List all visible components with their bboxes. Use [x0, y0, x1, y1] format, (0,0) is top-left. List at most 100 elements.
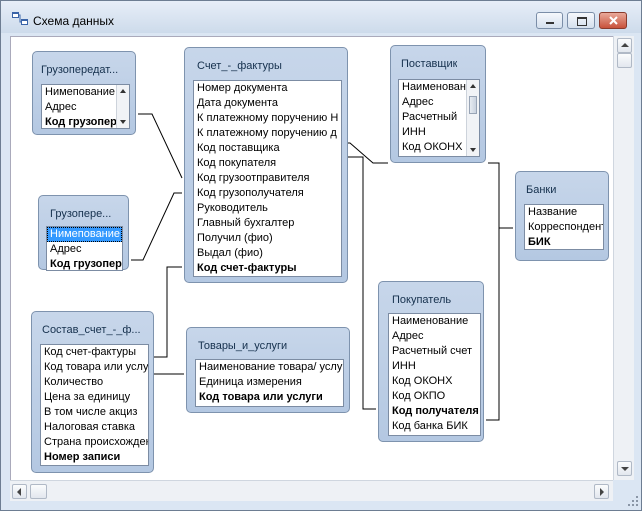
- field-list[interactable]: Наименование Адрес Расчетный счет ИНН Ко…: [388, 313, 481, 436]
- field-item[interactable]: ИНН: [402, 126, 426, 138]
- field-item[interactable]: Страна происхожден: [44, 436, 149, 448]
- field-item[interactable]: К платежному поручению д: [197, 127, 337, 139]
- field-item[interactable]: Адрес: [45, 101, 77, 113]
- field-item[interactable]: Код ОКОНХ: [402, 141, 463, 153]
- scroll-down-icon[interactable]: [120, 120, 126, 124]
- field-item[interactable]: В том числе акциз: [44, 406, 138, 418]
- field-item[interactable]: Наименование: [392, 315, 469, 327]
- scroll-right-button[interactable]: [594, 484, 609, 499]
- field-item[interactable]: Код банка БИК: [392, 420, 468, 432]
- resize-grip-icon[interactable]: [627, 495, 639, 507]
- table-banki[interactable]: Банки Название Корреспондент БИК: [515, 171, 609, 261]
- field-item-key[interactable]: Номер записи: [44, 451, 121, 463]
- restore-button[interactable]: [567, 12, 595, 29]
- field-item[interactable]: Код ОКОНХ: [392, 375, 453, 387]
- table-gruzopere[interactable]: Грузопере... Нимепование Адрес Код грузо…: [38, 195, 129, 271]
- field-item[interactable]: ИНН: [392, 360, 416, 372]
- field-item[interactable]: Код товара или услу: [44, 361, 149, 373]
- scroll-up-icon[interactable]: [120, 89, 126, 93]
- field-item[interactable]: Выдал (фио): [197, 247, 263, 259]
- chevron-left-icon: [17, 488, 21, 496]
- field-item[interactable]: Название: [528, 206, 578, 218]
- scroll-down-button[interactable]: [617, 461, 632, 476]
- scroll-thumb[interactable]: [469, 96, 477, 114]
- field-list-scrollbar[interactable]: [116, 85, 129, 128]
- close-button[interactable]: [599, 12, 627, 29]
- restore-icon: [577, 17, 587, 26]
- field-item[interactable]: Адрес: [392, 330, 424, 342]
- scroll-up-icon[interactable]: [470, 84, 476, 88]
- schema-canvas[interactable]: Грузопередат... Нимепование Адрес Код гр…: [10, 36, 613, 480]
- table-caption: Поставщик: [401, 58, 458, 70]
- field-list-scrollbar[interactable]: [466, 80, 479, 156]
- field-item[interactable]: Руководитель: [197, 202, 268, 214]
- table-caption: Счет_-_фактуры: [197, 60, 282, 72]
- relation-line-schet-sostav: [154, 266, 182, 358]
- relation-line-gruzopere-schet: [131, 192, 182, 261]
- field-list[interactable]: Название Корреспондент БИК: [524, 204, 604, 250]
- scroll-left-button[interactable]: [12, 484, 27, 499]
- field-item[interactable]: Корреспондент: [528, 221, 604, 233]
- field-item[interactable]: Количество: [44, 376, 104, 388]
- field-list[interactable]: Код счет-фактуры Код товара или услу Кол…: [40, 344, 149, 466]
- field-item[interactable]: Главный бухгалтер: [197, 217, 295, 229]
- table-caption: Состав_счет_-_ф...: [42, 324, 141, 336]
- chevron-up-icon: [621, 43, 629, 47]
- field-item[interactable]: Нимепование: [45, 86, 116, 98]
- horizontal-scroll-thumb[interactable]: [30, 484, 47, 499]
- field-item[interactable]: Единица измерения: [199, 376, 302, 388]
- table-caption: Банки: [526, 184, 557, 196]
- field-item[interactable]: Дата документа: [197, 97, 279, 109]
- field-list[interactable]: Нимепование Адрес Код грузопер: [41, 84, 130, 129]
- field-item[interactable]: Получил (фио): [197, 232, 273, 244]
- field-item-key[interactable]: Код товара или услуги: [199, 391, 323, 403]
- field-item[interactable]: Цена за единицу: [44, 391, 131, 403]
- scroll-down-icon[interactable]: [470, 148, 476, 152]
- field-list[interactable]: Наименован Адрес Расчетный ИНН Код ОКОНХ: [398, 79, 480, 157]
- field-item-key[interactable]: Код грузопер: [45, 116, 117, 128]
- table-schet-faktury[interactable]: Счет_-_фактуры Номер документа Дата доку…: [184, 47, 348, 283]
- field-item-key[interactable]: Код получателя: [392, 405, 479, 417]
- field-item[interactable]: Номер документа: [197, 82, 288, 94]
- field-list[interactable]: Наименование товара/ услуг Единица измер…: [195, 359, 344, 407]
- vertical-scroll-thumb[interactable]: [617, 53, 632, 68]
- field-list[interactable]: Нимепование Адрес Код грузопере: [46, 226, 123, 271]
- field-item[interactable]: Код грузополучателя: [197, 187, 304, 199]
- table-caption: Покупатель: [392, 294, 452, 306]
- field-item[interactable]: Код счет-фактуры: [44, 346, 136, 358]
- table-caption: Товары_и_услуги: [198, 340, 288, 352]
- minimize-button[interactable]: [536, 12, 563, 29]
- table-pokupatel[interactable]: Покупатель Наименование Адрес Расчетный …: [378, 281, 484, 442]
- close-icon: [609, 16, 618, 25]
- field-item[interactable]: Наименование товара/ услуг: [199, 361, 344, 373]
- field-item[interactable]: К платежному поручению Н: [197, 112, 339, 124]
- window-title: Схема данных: [33, 14, 115, 28]
- field-item[interactable]: Наименован: [402, 81, 466, 93]
- field-item[interactable]: Налоговая ставка: [44, 421, 136, 433]
- chevron-right-icon: [600, 488, 604, 496]
- field-item-key[interactable]: Код грузопере: [50, 258, 123, 270]
- table-sostav-scheta[interactable]: Состав_счет_-_ф... Код счет-фактуры Код …: [31, 311, 154, 473]
- table-gruzoperedat[interactable]: Грузопередат... Нимепование Адрес Код гр…: [32, 51, 136, 135]
- field-item[interactable]: Адрес: [402, 96, 434, 108]
- field-item[interactable]: Адрес: [50, 243, 82, 255]
- field-item[interactable]: Код грузоотправителя: [197, 172, 310, 184]
- field-item[interactable]: Код поставщика: [197, 142, 280, 154]
- horizontal-scrollbar[interactable]: [10, 480, 613, 501]
- relation-line-banki-postavshik: [488, 162, 513, 229]
- table-postavshik[interactable]: Поставщик Наименован Адрес Расчетный ИНН…: [390, 45, 486, 163]
- field-item[interactable]: Код покупателя: [197, 157, 277, 169]
- field-item[interactable]: Код ОКПО: [392, 390, 446, 402]
- vertical-scrollbar[interactable]: [613, 36, 634, 480]
- field-item-selected[interactable]: Нимепование: [47, 227, 122, 242]
- field-list[interactable]: Номер документа Дата документа К платежн…: [193, 80, 342, 277]
- field-item-key[interactable]: Код счет-фактуры: [197, 262, 297, 274]
- field-item[interactable]: Расчетный: [402, 111, 458, 123]
- title-bar[interactable]: Схема данных: [1, 1, 641, 33]
- field-item[interactable]: Расчетный счет: [392, 345, 473, 357]
- table-tovary-uslugi[interactable]: Товары_и_услуги Наименование товара/ усл…: [186, 327, 350, 413]
- field-item-key[interactable]: БИК: [528, 236, 551, 248]
- scroll-up-button[interactable]: [617, 38, 632, 53]
- relationships-icon: [12, 12, 28, 25]
